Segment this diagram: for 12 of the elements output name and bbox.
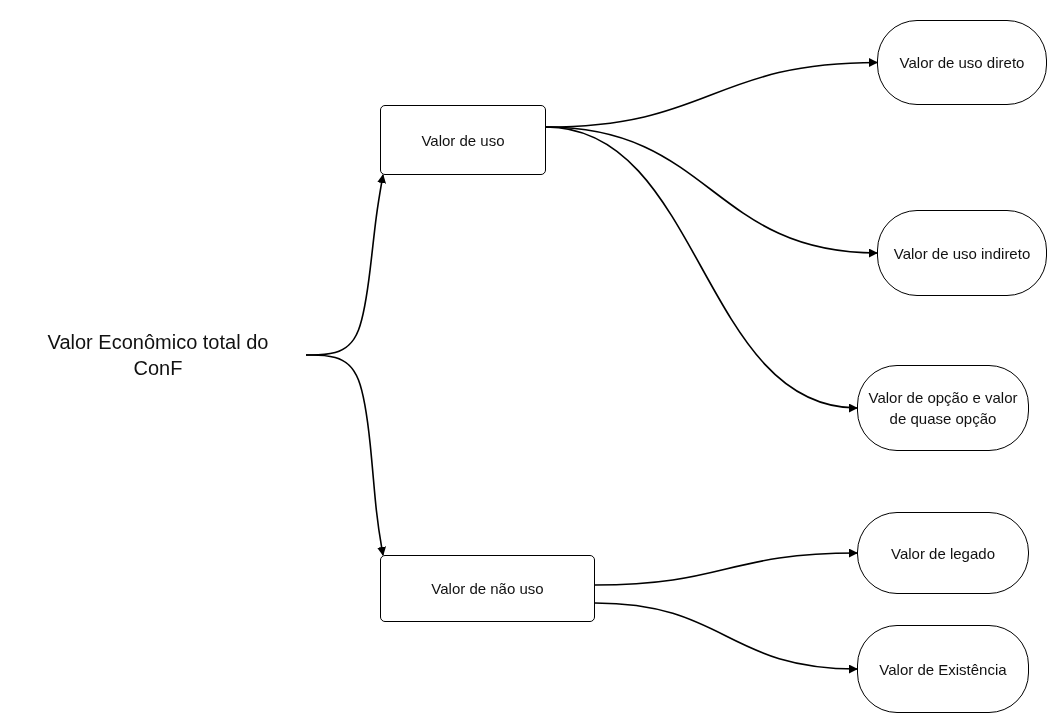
value-pill: Valor de opção e valor de quase opção bbox=[857, 365, 1029, 451]
category-box: Valor de não uso bbox=[380, 555, 595, 622]
value-pill: Valor de Existência bbox=[857, 625, 1029, 713]
value-pill: Valor de legado bbox=[857, 512, 1029, 594]
value-pill: Valor de uso direto bbox=[877, 20, 1047, 105]
arrow bbox=[594, 548, 858, 586]
arrow bbox=[305, 354, 387, 556]
arrow bbox=[594, 602, 858, 674]
arrow bbox=[545, 126, 858, 412]
value-pill: Valor de uso indireto bbox=[877, 210, 1047, 296]
category-box: Valor de uso bbox=[380, 105, 546, 175]
title-text: Valor Econômico total do ConF bbox=[46, 330, 270, 381]
